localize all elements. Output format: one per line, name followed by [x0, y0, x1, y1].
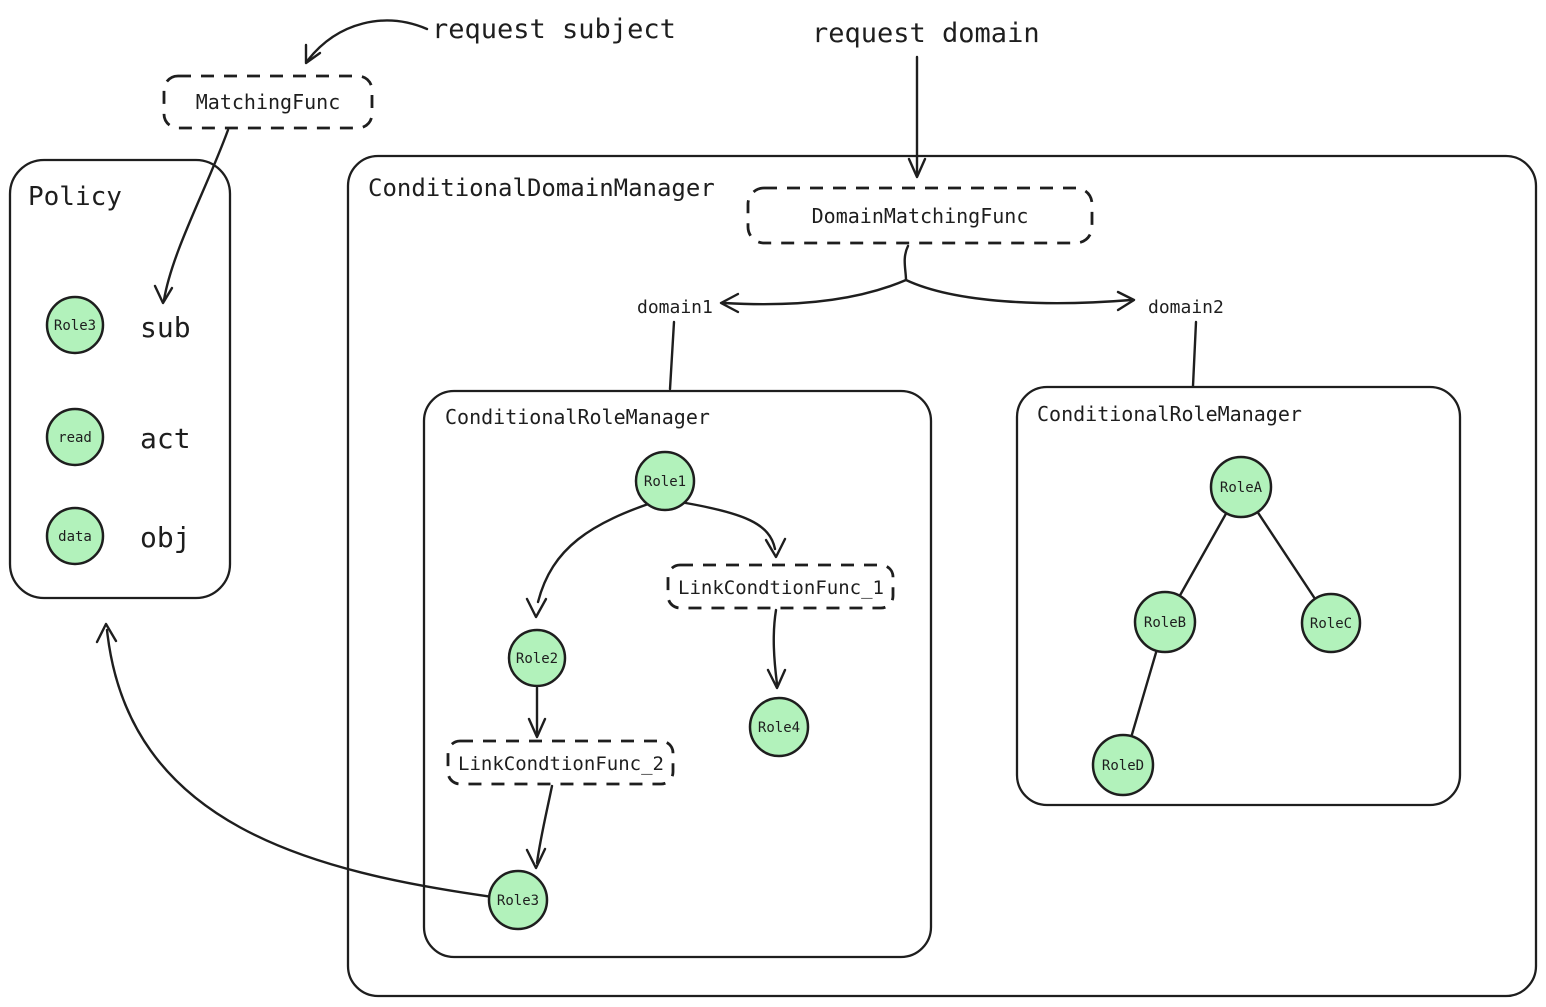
role3-label: Role3 [497, 893, 539, 909]
role3-to-policy-arrowhead-icon [95, 622, 118, 644]
role2-node: Role2 [507, 628, 567, 688]
domain2-label: domain2 [1148, 297, 1224, 318]
role1-label: Role1 [644, 474, 686, 490]
domain-fork-stem [903, 244, 910, 282]
domain1-label: domain1 [637, 297, 713, 318]
domain2-connector-line [1191, 320, 1198, 388]
rolea-label: RoleA [1220, 480, 1263, 496]
role1-to-linkcondfunc1-arrowhead-icon [764, 537, 787, 559]
domain-fork-right-arrowhead-icon [1116, 290, 1136, 312]
domain-fork-right-arrow [904, 278, 1133, 305]
matching-func-to-sub-arrowhead-icon [153, 284, 174, 305]
roleb-node: RoleB [1133, 590, 1197, 654]
conditional-domain-manager-box: ConditionalDomainManager [346, 154, 1538, 998]
link-condition-func-2-label: LinkCondtionFunc_2 [458, 753, 664, 775]
role1-node: Role1 [634, 450, 696, 512]
linkcondfunc1-to-role4-arrow [772, 608, 779, 686]
domain-matching-func-label: DomainMatchingFunc [812, 204, 1029, 228]
request-domain-label: request domain [812, 18, 1040, 49]
conditional-role-manager-1-title: ConditionalRoleManager [445, 405, 710, 429]
role1-to-linkcondfunc1-arrow [678, 500, 777, 551]
domain-matching-func-box: DomainMatchingFunc [746, 186, 1094, 245]
annotation-request-subject: request subject [304, 14, 676, 65]
policy-row-sub: Role3 sub [45, 295, 191, 355]
domain-fork-left-arrow [722, 278, 908, 306]
role4-node: Role4 [748, 696, 810, 758]
policy-field-act: act [140, 422, 191, 455]
conditional-role-manager-1-box: ConditionalRoleManager [422, 389, 933, 959]
policy-node-data-label: data [58, 529, 92, 545]
role1-to-role2-arrow [536, 498, 662, 604]
role2-to-linkcondfunc2-arrowhead-icon [527, 717, 547, 739]
role1-to-role2-arrowhead-icon [525, 597, 548, 619]
rolec-label: RoleC [1310, 616, 1352, 632]
conditional-role-manager-2-title: ConditionalRoleManager [1037, 402, 1302, 426]
matching-func-label: MatchingFunc [196, 90, 341, 114]
policy-row-act: read act [45, 407, 191, 467]
policy-node-read [45, 407, 105, 467]
domain1-connector-line [668, 320, 676, 391]
role4-label: Role4 [758, 720, 800, 736]
matching-func-to-sub-arrow [162, 128, 230, 302]
matching-func-box: MatchingFunc [162, 74, 374, 130]
policy-row-obj: data obj [45, 506, 191, 566]
role3-to-policy-arrow [105, 628, 502, 900]
link-condition-func-1-box: LinkCondtionFunc_1 [666, 563, 895, 610]
role2-label: Role2 [516, 651, 558, 667]
conditional-domain-manager-title: ConditionalDomainManager [368, 174, 715, 202]
domain-fork-left-arrowhead-icon [719, 292, 740, 314]
linkcondfunc2-to-role3-arrow [535, 784, 554, 865]
annotation-request-domain: request domain [812, 18, 1040, 179]
roled-label: RoleD [1102, 758, 1144, 774]
linkcondfunc1-to-role4-arrowhead-icon [766, 668, 787, 690]
roleb-label: RoleB [1144, 615, 1186, 631]
policy-node-read-label: read [58, 430, 92, 446]
policy-box: Policy Role3 sub read act data obj [8, 158, 232, 600]
roled-node: RoleD [1091, 733, 1155, 797]
rolea-node: RoleA [1209, 455, 1273, 519]
role3-node: Role3 [487, 869, 549, 931]
link-condition-func-2-box: LinkCondtionFunc_2 [446, 739, 675, 786]
request-subject-label: request subject [432, 14, 676, 45]
rolec-node: RoleC [1300, 592, 1362, 654]
request-subject-arrow [306, 19, 429, 62]
request-subject-arrowhead-icon [304, 43, 322, 65]
request-domain-arrowhead-icon [907, 157, 927, 179]
policy-field-sub: sub [140, 311, 191, 344]
linkcondfunc2-to-role3-arrowhead-icon [525, 847, 547, 870]
conditional-role-manager-2-box: ConditionalRoleManager [1015, 385, 1462, 807]
policy-node-role3 [45, 295, 105, 355]
policy-node-data [45, 506, 105, 566]
link-condition-func-1-label: LinkCondtionFunc_1 [678, 577, 884, 599]
policy-title: Policy [28, 182, 122, 212]
policy-field-obj: obj [140, 521, 191, 554]
policy-node-role3-label: Role3 [54, 318, 96, 334]
